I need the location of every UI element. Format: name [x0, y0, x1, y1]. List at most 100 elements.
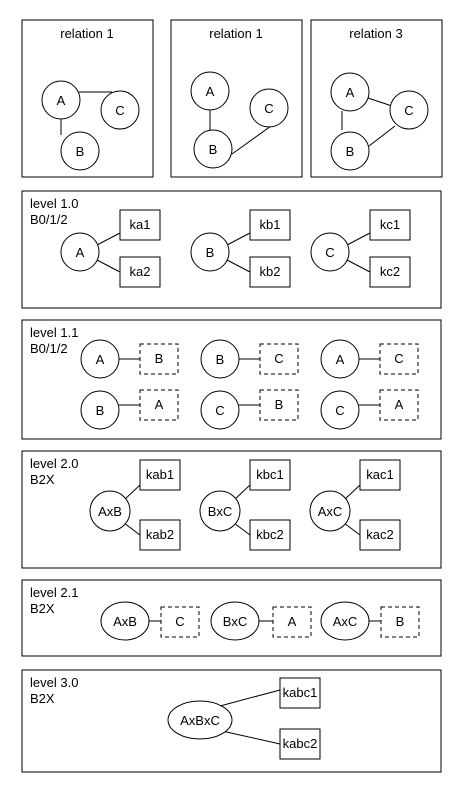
node-label: AxB [98, 504, 122, 519]
node-label: AxBxC [180, 713, 220, 728]
key-label: kac1 [366, 467, 393, 482]
panel-subtitle: B0/1/2 [30, 341, 68, 356]
panel-subtitle: B2X [30, 691, 55, 706]
edge [123, 522, 141, 536]
edge [226, 232, 251, 246]
edge [233, 522, 251, 536]
panel-title: level 3.0 [30, 675, 78, 690]
edge-b-c [368, 125, 396, 147]
key-label: kbc1 [256, 467, 283, 482]
key-box [249, 256, 291, 288]
node-c [389, 90, 429, 130]
edge [96, 259, 121, 273]
box-label: A [288, 614, 297, 629]
relation-panel-1: relation 1 A C B [21, 19, 154, 178]
key-label: kabc1 [283, 685, 318, 700]
node-label: BxC [208, 504, 233, 519]
box-label: A [155, 397, 164, 412]
node-label: AxC [318, 504, 343, 519]
node-label: A [96, 352, 105, 367]
edge [346, 259, 371, 273]
level-1-1-panel: level 1.1 B0/1/2 A B B C A C B A C B C A [21, 319, 442, 440]
node-label: B [209, 142, 218, 157]
panel-title: level 1.1 [30, 325, 78, 340]
node [320, 390, 360, 430]
dashed-box [160, 606, 200, 638]
panel-subtitle: B2X [30, 601, 55, 616]
key-label: ka1 [130, 217, 151, 232]
node [200, 390, 240, 430]
dashed-box [380, 606, 420, 638]
node-b [190, 232, 230, 272]
node [80, 339, 120, 379]
dashed-box [139, 389, 179, 421]
panel-subtitle: B0/1/2 [30, 212, 68, 227]
panel-subtitle: B2X [30, 472, 55, 487]
node-label: B [96, 403, 105, 418]
node [320, 339, 360, 379]
node [80, 390, 120, 430]
level-2-0-panel: level 2.0 B2X AxB kab1 kab2 BxC kbc1 kbc… [21, 450, 442, 569]
node-axbxc [167, 700, 233, 740]
node-axc [320, 601, 370, 641]
dashed-box [272, 606, 312, 638]
key-box [279, 677, 321, 709]
edge [343, 484, 361, 501]
key-label: kb2 [260, 264, 281, 279]
key-box [359, 459, 401, 491]
relation-panel-3: relation 3 A C B [310, 19, 443, 178]
key-label: kc1 [380, 217, 400, 232]
node-b [193, 129, 233, 169]
edge-a-c [367, 97, 393, 107]
box-label: C [394, 351, 403, 366]
node-a [41, 80, 81, 120]
dashed-box [379, 389, 419, 421]
edge [226, 259, 251, 273]
node-label: C [215, 403, 224, 418]
dashed-box [259, 343, 299, 375]
node-label: A [206, 84, 215, 99]
edge [123, 484, 141, 501]
dashed-box [379, 343, 419, 375]
key-box [119, 256, 161, 288]
node-a [60, 232, 100, 272]
key-label: kabc2 [283, 736, 318, 751]
box-label: C [274, 351, 283, 366]
node-label: A [346, 85, 355, 100]
node-axb [89, 490, 131, 532]
node-label: A [336, 352, 345, 367]
box-label: B [155, 351, 164, 366]
edge [96, 232, 121, 246]
key-box [139, 519, 181, 551]
node-label: B [76, 144, 85, 159]
node-label: C [325, 245, 334, 260]
node-label: A [76, 245, 85, 260]
edge-b-c [231, 125, 272, 155]
node-c [249, 88, 289, 128]
edge [343, 522, 361, 536]
panel-title: level 1.0 [30, 196, 78, 211]
key-box [119, 209, 161, 241]
node-bxc [199, 490, 241, 532]
dashed-box [259, 389, 299, 421]
dashed-box [139, 343, 179, 375]
node-axc [309, 490, 351, 532]
panel-title: relation 1 [209, 26, 262, 41]
panel-title: relation 1 [60, 26, 113, 41]
node-label: BxC [223, 614, 248, 629]
node-a [330, 72, 370, 112]
node-bxc [210, 601, 260, 641]
node-c [100, 90, 140, 130]
node-label: AxC [333, 614, 358, 629]
key-box [249, 459, 291, 491]
key-box [369, 209, 411, 241]
key-label: kb1 [260, 217, 281, 232]
key-label: kac2 [366, 527, 393, 542]
node-a [190, 71, 230, 111]
key-box [359, 519, 401, 551]
node-label: C [115, 103, 124, 118]
box-label: B [396, 614, 405, 629]
node-label: A [57, 93, 66, 108]
panel-title: level 2.1 [30, 585, 78, 600]
